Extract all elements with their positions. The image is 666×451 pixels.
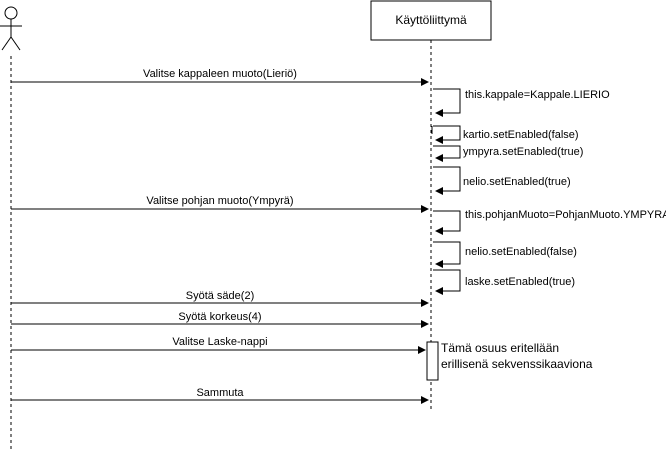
self-call-label: this.kappale=Kappale.LIERIO xyxy=(465,89,610,101)
actor-stick-figure-icon xyxy=(0,6,22,51)
self-call-label: this.pohjanMuoto=PohjanMuoto.YMPYRA xyxy=(465,209,666,221)
activation-note-line1: Tämä osuus eritellään xyxy=(441,341,559,355)
self-call-ympyra-setenabled: ympyra.setEnabled(true) xyxy=(433,145,583,162)
self-call-kartio-setenabled: kartio.setEnabled(false) xyxy=(431,125,579,144)
self-call-label: kartio.setEnabled(false) xyxy=(463,129,579,141)
self-call-label: laske.setEnabled(true) xyxy=(465,276,575,288)
message-label: Sammuta xyxy=(196,387,244,399)
self-call-this-pohjanmuoto: this.pohjanMuoto=PohjanMuoto.YMPYRA xyxy=(433,209,666,235)
message-valitse-pohjan-muoto: Valitse pohjan muoto(Ympyrä) xyxy=(11,195,429,213)
self-call-nelio-setenabled-true: nelio.setEnabled(true) xyxy=(433,166,571,195)
self-call-label: nelio.setEnabled(true) xyxy=(463,176,571,188)
message-sammuta: Sammuta xyxy=(11,387,429,404)
activation-box xyxy=(426,341,439,381)
message-label: Syötä korkeus(4) xyxy=(178,311,261,323)
self-call-this-kappale: this.kappale=Kappale.LIERIO xyxy=(433,88,610,117)
message-syota-korkeus: Syötä korkeus(4) xyxy=(11,311,429,328)
participant-kayttoliittyma-label: Käyttöliittymä xyxy=(395,13,467,27)
message-syota-sade: Syötä säde(2) xyxy=(11,290,429,307)
message-label: Valitse Laske-nappi xyxy=(172,336,267,348)
message-valitse-laske-nappi: Valitse Laske-nappi xyxy=(11,336,426,354)
self-call-label: nelio.setEnabled(false) xyxy=(465,246,577,258)
message-valitse-kappaleen-muoto: Valitse kappaleen muoto(Lieriö) xyxy=(11,68,429,86)
message-label: Valitse kappaleen muoto(Lieriö) xyxy=(143,68,297,80)
participant-kayttoliittyma: Käyttöliittymä xyxy=(370,0,492,41)
activation-note-line2: erillisenä sekvenssikaaviona xyxy=(441,357,593,371)
self-call-label: ympyra.setEnabled(true) xyxy=(463,146,583,158)
message-label: Valitse pohjan muoto(Ympyrä) xyxy=(146,195,293,207)
self-call-nelio-setenabled-false: nelio.setEnabled(false) xyxy=(433,241,577,268)
message-label: Syötä säde(2) xyxy=(186,290,254,302)
self-call-laske-setenabled: laske.setEnabled(true) xyxy=(433,269,575,295)
